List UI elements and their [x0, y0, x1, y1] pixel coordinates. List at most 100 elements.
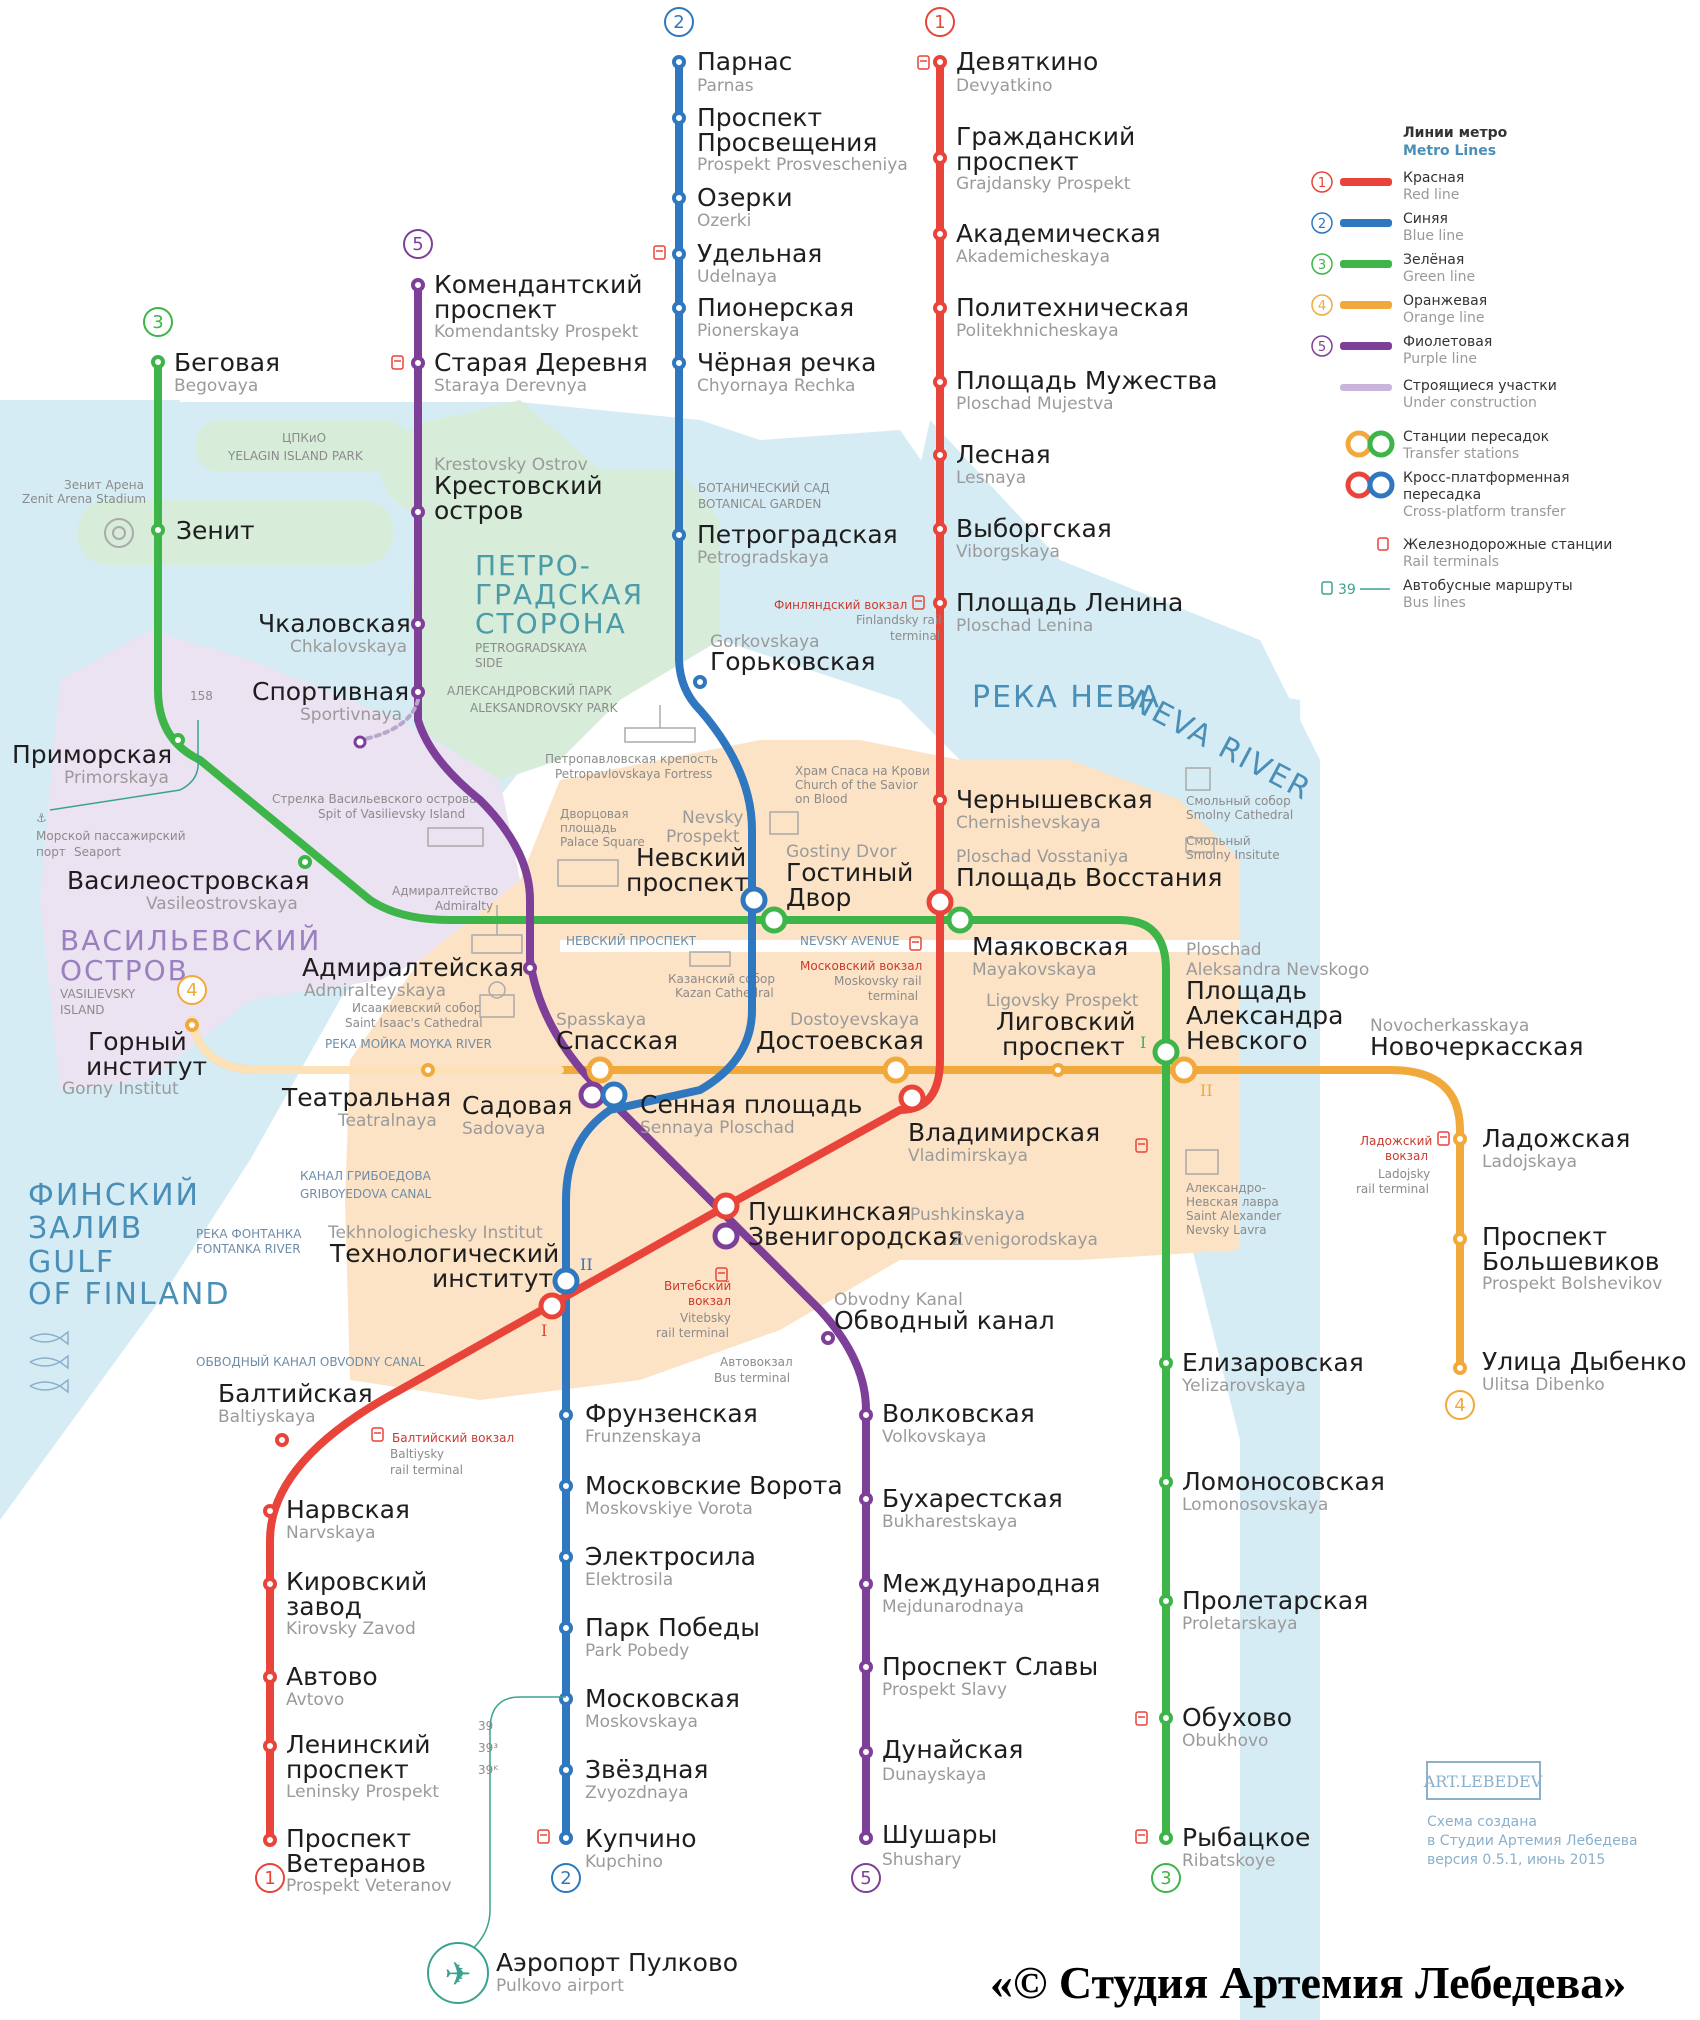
station-marker-purple-57[interactable]	[859, 1831, 873, 1845]
station-marker-orange-43[interactable]	[1453, 1232, 1467, 1246]
admiralty-label-1: Адмиралтейство	[392, 884, 498, 898]
station-marker-purple-48[interactable]	[411, 617, 425, 631]
station-marker-blue-15[interactable]	[672, 55, 686, 69]
petrogradskaya-label-en1: PETROGRADSKAYA	[475, 641, 587, 655]
station-marker-green-31[interactable]	[151, 523, 165, 537]
station-label-vladimirskaya-en: Vladimirskaya	[908, 1146, 1028, 1166]
station-marker-blue-28[interactable]	[559, 1763, 573, 1777]
station-marker-purple-51[interactable]	[821, 1331, 835, 1345]
station-marker-red-13[interactable]	[263, 1739, 277, 1753]
station-marker-red-4[interactable]	[933, 375, 947, 389]
station-marker-red-1[interactable]	[933, 151, 947, 165]
station-marker-orange-41[interactable]	[1051, 1063, 1065, 1077]
station-marker-red-3[interactable]	[933, 301, 947, 315]
station-marker-blue-25[interactable]	[559, 1550, 573, 1564]
station-marker-red-14[interactable]	[263, 1833, 277, 1847]
station-marker-blue-26[interactable]	[559, 1621, 573, 1635]
station-marker-purple-55[interactable]	[859, 1660, 873, 1674]
moika-label: РЕКА МОЙКА MOYKA RIVER	[325, 1036, 492, 1051]
station-marker-purple-47[interactable]	[411, 505, 425, 519]
station-marker-blue-29[interactable]	[559, 1831, 573, 1845]
station-label-tekhnolog-en: Tekhnologichesky Institut	[327, 1223, 543, 1243]
station-marker-red-8[interactable]	[933, 793, 947, 807]
smolny-cathedral-label-1: Смольный собор	[1186, 794, 1291, 808]
station-marker-red-5[interactable]	[933, 448, 947, 462]
station-labels[interactable]: Девяткино Devyatkino Гражданский проспек…	[12, 47, 1687, 1996]
transfer-ring-green-3[interactable]	[946, 906, 974, 934]
station-marker-orange-39[interactable]	[185, 1018, 199, 1032]
aleksandrovsky-label-2: ALEKSANDROVSKY PARK	[470, 701, 619, 715]
station-marker-blue-16[interactable]	[672, 111, 686, 125]
station-label-pulkovo: Аэропорт Пулково	[496, 1948, 738, 1977]
transfer-ring-blue-0[interactable]	[740, 886, 768, 914]
station-marker-red-12[interactable]	[263, 1670, 277, 1684]
station-marker-purple-45[interactable]	[411, 278, 425, 292]
transfer-ring-purple-12[interactable]	[712, 1222, 740, 1250]
station-marker-purple-50[interactable]	[523, 961, 537, 975]
station-marker-green-35[interactable]	[1159, 1475, 1173, 1489]
transfer-ring-green-1[interactable]	[760, 906, 788, 934]
transfer-ring-red-8[interactable]	[898, 1084, 926, 1112]
station-marker-purple-52[interactable]	[859, 1408, 873, 1422]
station-label-dunayskaya-en: Dunayskaya	[882, 1765, 986, 1785]
station-marker-blue-17[interactable]	[672, 191, 686, 205]
station-marker-orange-44[interactable]	[1453, 1361, 1467, 1375]
station-label-dybenko-en: Ulitsa Dibenko	[1482, 1375, 1605, 1395]
station-label-grazhdansky-en: Grajdansky Prospekt	[956, 174, 1131, 194]
station-marker-blue-20[interactable]	[672, 356, 686, 370]
transfer-ring-red-14[interactable]	[538, 1292, 566, 1320]
station-marker-green-37[interactable]	[1159, 1711, 1173, 1725]
transfer-ring-orange-6[interactable]	[586, 1056, 614, 1084]
station-label-krestovsky-2: остров	[434, 496, 524, 525]
transfer-ring-orange-5[interactable]	[1170, 1056, 1198, 1084]
station-marker-red-0[interactable]	[933, 55, 947, 69]
station-marker-blue-18[interactable]	[672, 247, 686, 261]
station-marker-red-11[interactable]	[263, 1577, 277, 1591]
station-marker-red-9[interactable]	[275, 1433, 289, 1447]
station-marker-red-10[interactable]	[263, 1504, 277, 1518]
station-marker-green-33[interactable]	[298, 855, 312, 869]
gulf-label-en1: GULF	[28, 1245, 115, 1280]
station-marker-purple-54[interactable]	[859, 1577, 873, 1591]
station-marker-orange-40[interactable]	[421, 1063, 435, 1077]
station-marker-red-2[interactable]	[933, 227, 947, 241]
station-marker-blue-24[interactable]	[559, 1479, 573, 1493]
station-label-prosvescheniya: Проспект	[697, 103, 822, 132]
station-marker-green-30[interactable]	[151, 355, 165, 369]
transfer-ring-green-4[interactable]	[1152, 1038, 1180, 1066]
transfer-ring-blue-13[interactable]	[552, 1267, 580, 1295]
station-label-chkalovskaya-en: Chkalovskaya	[290, 637, 407, 657]
transfer-ring-orange-7[interactable]	[882, 1056, 910, 1084]
bus-terminal-en: Bus terminal	[714, 1371, 790, 1385]
station-marker-purple-53[interactable]	[859, 1492, 873, 1506]
station-marker-orange-42[interactable]	[1453, 1132, 1467, 1146]
station-marker-blue-21[interactable]	[672, 528, 686, 542]
legend-swatch-purple	[1340, 342, 1392, 350]
station-marker-green-38[interactable]	[1159, 1831, 1173, 1845]
station-marker-purple-49[interactable]	[411, 685, 425, 699]
station-label-parnas-en: Parnas	[697, 76, 754, 96]
station-marker-red-6[interactable]	[933, 522, 947, 536]
botanical-label-1: БОТАНИЧЕСКИЙ САД	[698, 480, 830, 495]
station-marker-green-34[interactable]	[1159, 1356, 1173, 1370]
transfer-ring-red-11[interactable]	[712, 1192, 740, 1220]
station-markers[interactable]	[151, 55, 1467, 1847]
station-marker-green-32[interactable]	[171, 733, 185, 747]
station-marker-blue-22[interactable]	[693, 675, 707, 689]
station-label-mezhdunarodnaya: Международная	[882, 1569, 1100, 1598]
station-marker-green-36[interactable]	[1159, 1594, 1173, 1608]
station-marker-purple-56[interactable]	[859, 1745, 873, 1759]
station-marker-purple-46[interactable]	[411, 356, 425, 370]
station-marker-red-7[interactable]	[933, 596, 947, 610]
transfer-ring-purple-9[interactable]	[578, 1081, 606, 1109]
station-marker-construction[interactable]	[353, 735, 367, 749]
station-label-baltiyskaya-en: Baltiyskaya	[218, 1407, 316, 1427]
vasilievsky-label-2: ОСТРОВ	[60, 954, 189, 987]
station-marker-blue-23[interactable]	[559, 1408, 573, 1422]
station-marker-blue-27[interactable]	[559, 1692, 573, 1706]
transfer-ring-red-2[interactable]	[926, 888, 954, 916]
transfer-ring-blue-10[interactable]	[600, 1081, 628, 1109]
station-marker-blue-19[interactable]	[672, 301, 686, 315]
station-label-moskvorota-en: Moskovskiye Vorota	[585, 1499, 753, 1519]
